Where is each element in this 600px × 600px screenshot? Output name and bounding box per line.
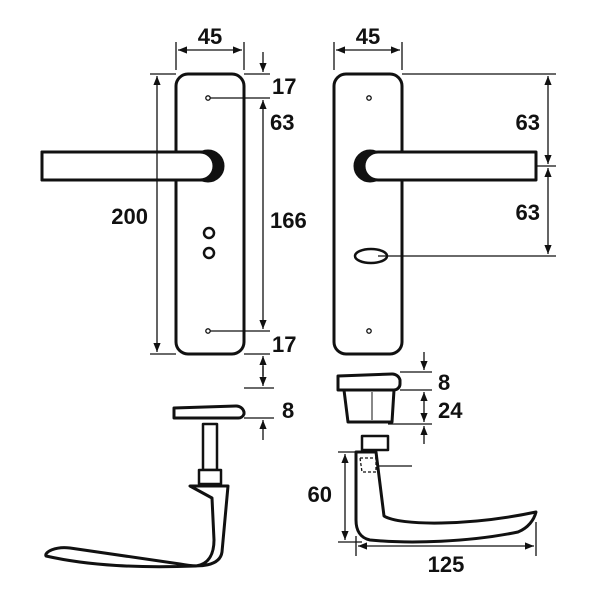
right-top-to-lever-label: 63 bbox=[516, 110, 540, 135]
right-lever-to-key-label: 63 bbox=[516, 200, 540, 225]
right-cap-thickness-label: 8 bbox=[438, 370, 450, 395]
right-hidden-screw bbox=[359, 457, 377, 473]
right-lever-length-label: 125 bbox=[428, 552, 465, 577]
right-lever-profile bbox=[354, 450, 538, 544]
left-backplate bbox=[174, 72, 246, 356]
right-spindle-block bbox=[342, 388, 396, 424]
left-top-offset-label: 17 bbox=[272, 74, 296, 99]
left-plate-width-label: 45 bbox=[198, 24, 222, 49]
right-plate-width-label: 45 bbox=[356, 24, 380, 49]
left-rosette-thickness-label: 8 bbox=[282, 398, 294, 423]
left-turn-knob-upper bbox=[202, 226, 216, 240]
right-lever-bar bbox=[362, 150, 538, 182]
right-top-screw bbox=[366, 95, 372, 101]
right-lever-height-label: 60 bbox=[308, 482, 332, 507]
right-backplate bbox=[332, 72, 404, 356]
left-total-height-label: 200 bbox=[111, 204, 148, 229]
left-dimension-lines bbox=[150, 42, 274, 440]
right-spindle-collar bbox=[360, 434, 390, 452]
left-screw-to-lever-label: 63 bbox=[270, 110, 294, 135]
left-plate-outline bbox=[174, 72, 246, 356]
left-bottom-offset-label: 17 bbox=[272, 332, 296, 357]
right-cap-profile bbox=[336, 372, 402, 392]
right-lever-handle bbox=[353, 149, 538, 183]
left-rosette-profile bbox=[172, 404, 246, 420]
left-spindle bbox=[201, 422, 219, 472]
left-lever-handle bbox=[40, 149, 225, 183]
left-spindle-collar bbox=[197, 468, 223, 486]
right-dimension-lines bbox=[333, 42, 556, 556]
right-side-profile bbox=[336, 372, 538, 544]
left-screw-spacing-label: 166 bbox=[270, 208, 307, 233]
left-side-profile bbox=[44, 404, 246, 569]
right-plate-outline bbox=[332, 72, 404, 356]
right-spindle-height-label: 24 bbox=[438, 398, 463, 423]
left-lever-profile bbox=[44, 484, 230, 569]
left-lever-grip bbox=[40, 150, 216, 182]
left-turn-knob-lower bbox=[202, 246, 216, 260]
right-bottom-screw bbox=[366, 328, 372, 334]
